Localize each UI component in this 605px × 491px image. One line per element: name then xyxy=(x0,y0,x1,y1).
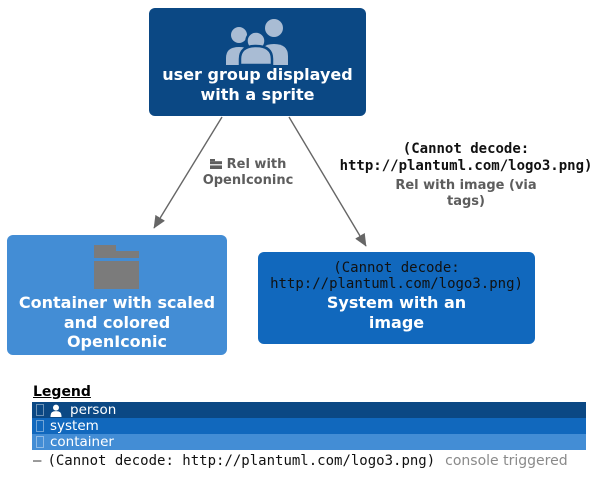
node-person-user-group: user group displayed with a sprite xyxy=(149,8,366,116)
container-node-label: Container with scaled and colored OpenIc… xyxy=(18,293,216,352)
legend-row-label: system xyxy=(50,418,99,434)
missing-glyph-box xyxy=(36,436,44,448)
legend-row-label: container xyxy=(50,434,114,450)
legend-row-person: person xyxy=(32,402,586,418)
legend-title: Legend xyxy=(33,384,91,400)
cannot-decode-note: (Cannot decode: http://plantuml.com/logo… xyxy=(270,260,523,293)
folder-icon xyxy=(94,245,139,289)
edge-label-openiconic: Rel with OpenIconinc xyxy=(188,157,308,190)
folder-icon xyxy=(209,159,222,169)
person-icon xyxy=(50,404,62,417)
cannot-decode-note: (Cannot decode: http://plantuml.com/logo… xyxy=(47,453,436,469)
missing-glyph-box xyxy=(36,404,44,416)
cannot-decode-note: (Cannot decode: http://plantuml.com/logo… xyxy=(339,141,593,175)
legend-row-container: container xyxy=(32,434,586,450)
person-node-label: user group displayed with a sprite xyxy=(162,65,353,104)
legend: person system container xyxy=(32,402,586,450)
node-container-openiconic: Container with scaled and colored OpenIc… xyxy=(7,235,227,355)
console-triggered-note: console triggered xyxy=(445,453,568,469)
system-node-label: System with an image xyxy=(326,293,467,332)
legend-footnote: – (Cannot decode: http://plantuml.com/lo… xyxy=(33,453,568,469)
edge-label-image-tags: (Cannot decode: http://plantuml.com/logo… xyxy=(335,141,597,210)
legend-row-system: system xyxy=(32,418,586,434)
missing-glyph-box xyxy=(36,420,44,432)
user-group-sprite-icon xyxy=(225,19,288,65)
node-system-with-image: (Cannot decode: http://plantuml.com/logo… xyxy=(258,252,535,344)
legend-row-label: person xyxy=(70,402,117,418)
footnote-dash: – xyxy=(33,453,42,469)
edge-label-text: Rel with OpenIconinc xyxy=(202,157,294,189)
edge-label-text: Rel with image (via tags) xyxy=(395,177,537,209)
